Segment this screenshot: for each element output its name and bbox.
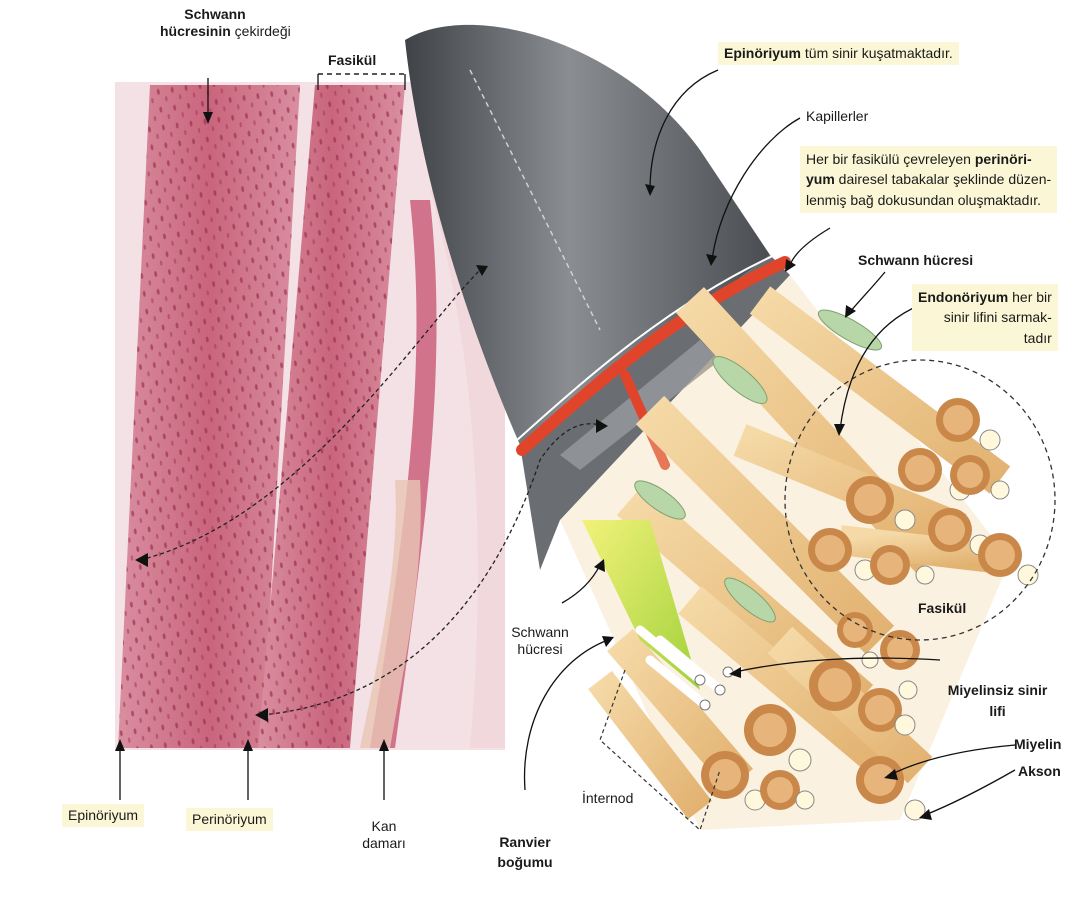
label-schwann-nucleus-rest: çekirdeği — [231, 23, 291, 39]
label-schwann-nucleus-bold-2: hücresinin — [160, 23, 231, 39]
label-schwann-hucresi-right: Schwann hücresi — [858, 252, 973, 269]
label-fasikul-circle: Fasikül — [918, 600, 966, 617]
label-perinoriyum-description: Her bir fasikülü çevreleyen perinöri- yu… — [800, 146, 1057, 213]
label-fasikul-top: Fasikül — [328, 52, 376, 69]
label-schwann-nucleus: Schwann hücresinin çekirdeği — [160, 6, 270, 40]
label-bottom-perinoriyum: Perinöriyum — [186, 808, 273, 831]
label-ranvier-bogumu: Ranvier boğumu — [490, 832, 560, 873]
label-miyelinsiz-sinir-lifi: Miyelinsiz sinir lifi — [935, 680, 1060, 722]
label-endonoriyum-description: Endonöriyum her bir sinir lifini sarmak-… — [912, 284, 1058, 351]
label-schwann-nucleus-bold-1: Schwann — [184, 6, 245, 22]
label-kapillerler: Kapillerler — [806, 108, 868, 125]
label-schwann-hucresi-left: Schwann hücresi — [505, 624, 575, 658]
label-kan-damari: Kan damarı — [352, 818, 416, 852]
label-epinoriyum-description: Epinöriyum tüm sinir kuşatmaktadır. — [718, 42, 959, 65]
label-bottom-epinoriyum: Epinöriyum — [62, 804, 144, 827]
label-internod: İnternod — [582, 790, 633, 807]
label-miyelin: Miyelin — [1014, 736, 1061, 753]
label-akson: Akson — [1018, 763, 1061, 780]
